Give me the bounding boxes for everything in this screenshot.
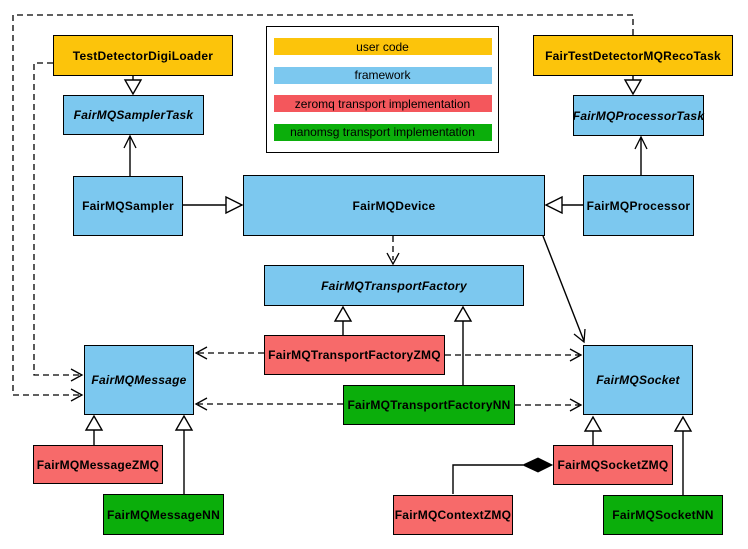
node-fairmqtransportfactorynn: FairMQTransportFactoryNN xyxy=(343,385,515,425)
node-fairtestdetectormqrecotask: FairTestDetectorMQRecoTask xyxy=(533,35,733,76)
edge-factorynn-to-socket xyxy=(515,398,583,412)
edge-socketzmq-to-socket xyxy=(583,415,603,445)
edge-device-to-socket xyxy=(542,235,586,344)
node-testdetectordigiloader: TestDetectorDigiLoader xyxy=(53,35,233,76)
edge-device-to-transportfactory xyxy=(386,236,400,266)
edge-digiloader-to-samplertask xyxy=(123,76,143,96)
legend-item-framework: framework xyxy=(273,66,492,84)
node-fairmqtransportfactoryzmq: FairMQTransportFactoryZMQ xyxy=(264,335,445,375)
legend-swatch-framework: framework xyxy=(273,66,492,84)
edge-processor-to-device xyxy=(544,195,583,215)
node-fairmqprocessor: FairMQProcessor xyxy=(583,175,694,236)
edge-socketzmq-to-contextzmq xyxy=(452,457,554,494)
node-fairmqsampler: FairMQSampler xyxy=(73,176,183,236)
legend-item-user-code: user code xyxy=(273,38,492,56)
edge-factoryzmq-to-transportfactory xyxy=(333,305,353,335)
edge-messagezmq-to-message xyxy=(84,414,104,445)
edge-sampler-to-device xyxy=(183,195,244,215)
edge-messagenn-to-message xyxy=(174,414,194,494)
edge-factorynn-to-message xyxy=(194,397,343,411)
node-fairmqcontextzmq: FairMQContextZMQ xyxy=(393,495,513,535)
node-fairmqsamplertask: FairMQSamplerTask xyxy=(63,95,204,135)
legend-swatch-zeromq: zeromq transport implementation xyxy=(273,95,492,113)
edge-factoryzmq-to-socket xyxy=(445,348,583,362)
node-fairmqsocket: FairMQSocket xyxy=(583,345,693,415)
node-fairmqprocessortask: FairMQProcessorTask xyxy=(573,95,704,136)
edge-recotask-to-message xyxy=(12,14,634,402)
edge-processor-to-processortask xyxy=(634,135,648,176)
edge-factoryzmq-to-message xyxy=(194,346,264,360)
node-fairmqtransportfactory: FairMQTransportFactory xyxy=(264,265,524,306)
legend-item-zeromq: zeromq transport implementation xyxy=(273,95,492,113)
legend-item-nanomsg: nanomsg transport implementation xyxy=(273,123,492,141)
node-fairmqdevice: FairMQDevice xyxy=(243,175,545,236)
legend-swatch-nanomsg: nanomsg transport implementation xyxy=(273,123,492,141)
node-fairmqsocketnn: FairMQSocketNN xyxy=(603,495,723,535)
node-fairmqmessagezmq: FairMQMessageZMQ xyxy=(33,445,163,484)
legend: user code framework zeromq transport imp… xyxy=(266,26,499,153)
node-fairmqmessagenn: FairMQMessageNN xyxy=(103,494,224,535)
edge-socketnn-to-socket xyxy=(673,415,693,495)
edge-sampler-to-samplertask xyxy=(123,134,137,176)
node-fairmqmessage: FairMQMessage xyxy=(84,345,194,415)
edge-recotask-to-processortask xyxy=(623,76,643,96)
legend-swatch-user-code: user code xyxy=(273,38,492,56)
node-fairmqsocketzmq: FairMQSocketZMQ xyxy=(553,445,673,485)
edge-factorynn-to-transportfactory xyxy=(453,305,473,385)
edge-digiloader-to-message xyxy=(33,62,84,382)
